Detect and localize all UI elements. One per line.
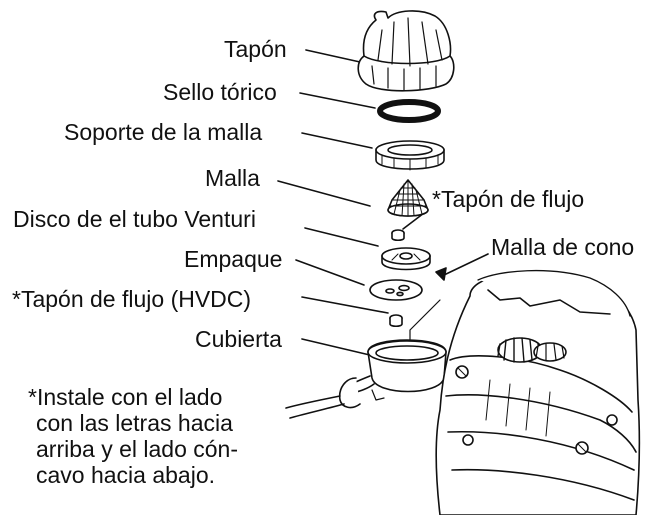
- label-malla: Malla: [205, 165, 260, 191]
- label-soporte-malla: Soporte de la malla: [64, 119, 263, 145]
- install-note: *Instale con el lado con las letras haci…: [28, 384, 238, 488]
- malla-part: [387, 179, 429, 217]
- hvdc-part: [389, 314, 403, 328]
- leader-empaque: [295, 259, 365, 286]
- install-note-line-2: con las letras hacia: [36, 410, 233, 436]
- leader-tapon: [305, 49, 361, 63]
- label-malla-cono: Malla de cono: [491, 234, 635, 260]
- soporte-part: [375, 140, 445, 171]
- label-tapon-hvdc: *Tapón de flujo (HVDC): [12, 286, 252, 312]
- leader-malla: [277, 180, 371, 207]
- leader-disco: [304, 227, 379, 247]
- malla-cono-part: [435, 267, 447, 281]
- sello-part: [377, 99, 441, 123]
- install-note-line-1: *Instale con el lado: [28, 384, 223, 410]
- leader-malla-cono: [443, 253, 489, 276]
- label-sello-torico: Sello tórico: [163, 79, 277, 105]
- label-empaque: Empaque: [184, 246, 283, 272]
- disco-part: [381, 247, 431, 271]
- label-cubierta: Cubierta: [195, 326, 282, 352]
- empaque-part: [369, 279, 423, 301]
- install-note-line-4: cavo hacia abajo.: [36, 462, 216, 488]
- label-tapon-flujo: *Tapón de flujo: [432, 186, 585, 212]
- install-note-line-3: arriba y el lado cón-: [36, 436, 238, 462]
- leader-cubierta: [301, 338, 375, 357]
- valve-body: [435, 269, 641, 515]
- assembly-guide: [409, 299, 441, 341]
- leader-soporte: [301, 132, 373, 149]
- tapon-part: [357, 10, 455, 92]
- leader-hvdc: [301, 296, 389, 314]
- label-disco-venturi: Disco de el tubo Venturi: [13, 206, 256, 232]
- leader-sello: [299, 92, 376, 109]
- gear-icon: [497, 337, 567, 363]
- tapon-flujo-part: [391, 229, 405, 242]
- cubierta-part: [285, 339, 447, 419]
- label-tapon: Tapón: [224, 36, 287, 62]
